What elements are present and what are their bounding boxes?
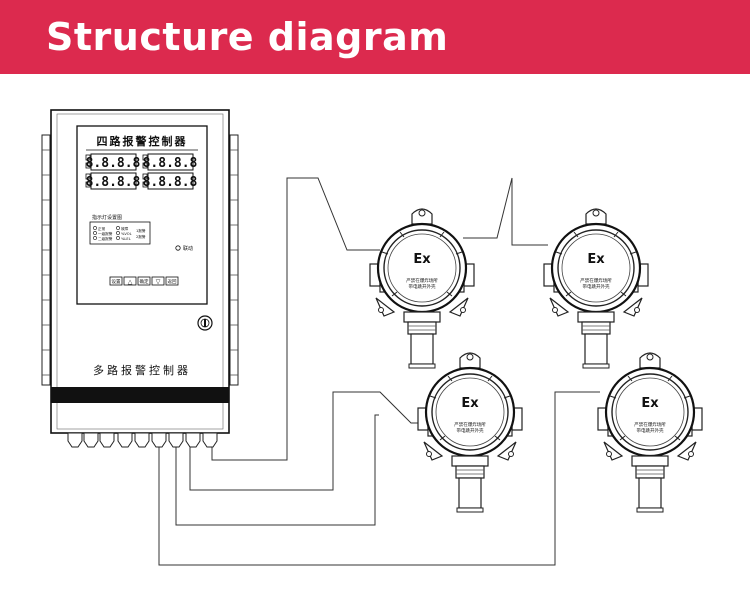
indicator-label-relay-1: 1报警	[136, 228, 146, 233]
indicator-label-normal: 正常	[98, 226, 106, 231]
wiring-lines	[158, 177, 600, 566]
digit-displays: 8.8.8.8 8.8.8.8 8.8.8.8 8.8.8.8	[85, 153, 198, 190]
digit-display-1: 8.8.8.8	[86, 156, 141, 171]
gas-detector-4: Ex 严禁在爆炸场所 带电跳开外壳	[596, 351, 704, 514]
detector-3-ex-mark: Ex	[461, 396, 479, 411]
detector-4-warning-1: 严禁在爆炸场所	[634, 421, 666, 428]
detector-4-warning-2: 带电跳开外壳	[637, 427, 664, 434]
button-back[interactable]	[165, 276, 179, 286]
indicator-label-lel: %LEL	[121, 237, 131, 241]
detector-1-warning-2: 带电跳开外壳	[409, 283, 436, 290]
button-down[interactable]	[151, 276, 165, 286]
key-lock-icon	[197, 315, 213, 331]
button-set[interactable]	[109, 276, 123, 286]
button-back-label: 返回	[168, 278, 177, 285]
detector-3-warning-1: 严禁在爆炸场所	[454, 421, 486, 428]
gas-detector-3: Ex 严禁在爆炸场所 带电跳开外壳	[416, 351, 524, 514]
wire-2	[189, 391, 428, 491]
detector-1-warning-1: 严禁在爆炸场所	[406, 277, 438, 284]
wire-5	[463, 177, 548, 246]
run-indicator-icon	[175, 245, 181, 251]
gas-detector-2: Ex 严禁在爆炸场所 带电跳开外壳	[542, 207, 650, 370]
header-banner: Structure diagram	[0, 0, 750, 74]
detector-2-warning-1: 严禁在爆炸场所	[580, 277, 612, 284]
indicator-legend-box	[89, 221, 151, 245]
button-down-label: ▽	[156, 279, 161, 286]
digit-display-4: 8.8.8.8	[143, 175, 198, 190]
indicator-label-relay-2: 2报警	[136, 234, 146, 239]
indicator-label-vol: %VOL	[121, 232, 132, 236]
detector-2-ex-mark: Ex	[587, 252, 605, 267]
digit-display-2: 8.8.8.8	[143, 156, 198, 171]
indicator-label-alarm-2: 二级报警	[98, 236, 113, 241]
gas-detector-1: Ex 严禁在爆炸场所 带电跳开外壳	[368, 207, 476, 370]
detector-2-warning-2: 带电跳开外壳	[583, 283, 610, 290]
controller-panel-title: 四路报警控制器	[97, 134, 188, 148]
wire-3	[175, 414, 379, 526]
indicator-label-fault: 故障	[121, 226, 129, 231]
detector-4-ex-mark: Ex	[641, 396, 659, 411]
indicator-title: 指示灯设置图	[92, 214, 122, 221]
page-title: Structure diagram	[46, 15, 449, 59]
button-up-label: △	[128, 279, 133, 286]
button-set-label: 设置	[112, 278, 121, 285]
wire-4	[158, 391, 600, 566]
control-buttons: 设置 △ 确定 ▽ 返回	[109, 276, 179, 286]
indicator-label-alarm-1: 一级报警	[98, 231, 113, 236]
button-up[interactable]	[123, 276, 137, 286]
controller-base-label: 多路报警控制器	[93, 363, 191, 377]
controller-black-band	[51, 387, 229, 403]
cable-glands	[67, 432, 218, 448]
button-confirm[interactable]	[137, 276, 151, 286]
wire-1	[211, 177, 380, 461]
run-indicator-label: 联动	[183, 245, 193, 252]
detector-3-warning-2: 带电跳开外壳	[457, 427, 484, 434]
detector-1-ex-mark: Ex	[413, 252, 431, 267]
indicator-legend: 正常 一级报警 二级报警 故障 %VOL %LEL 1报警 2报警	[93, 226, 146, 241]
button-confirm-label: 确定	[140, 278, 149, 285]
digit-display-3: 8.8.8.8	[86, 175, 141, 190]
